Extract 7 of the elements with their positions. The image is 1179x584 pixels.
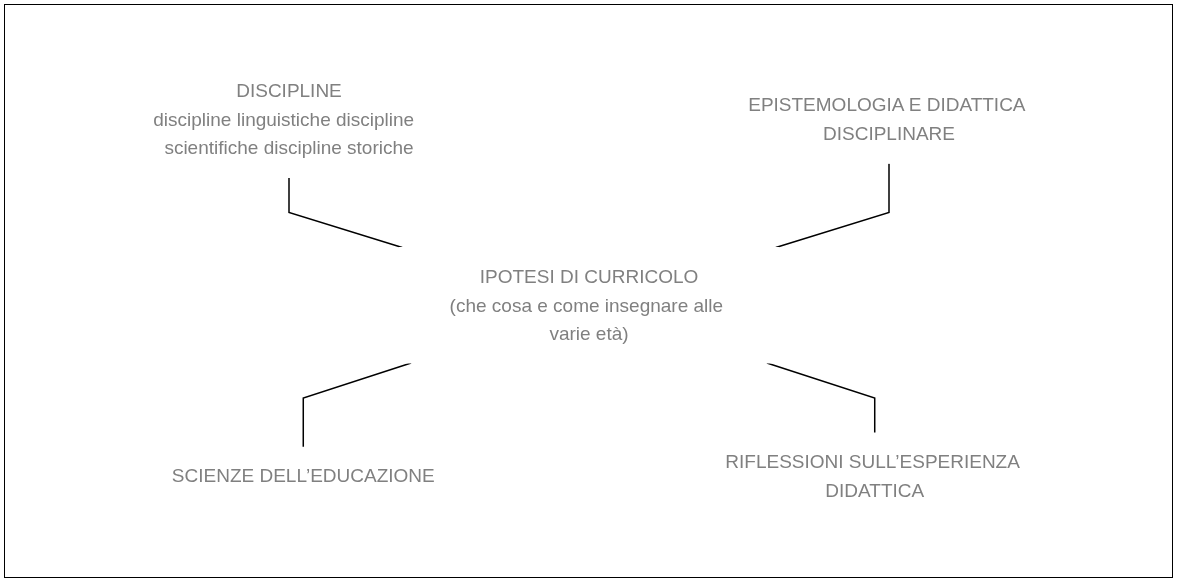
connector [287, 176, 403, 249]
node-text: DISCIPLINE discipline linguistiche discipline scientifiche discipline storiche [152, 80, 414, 158]
node-text: IPOTESI DI CURRICOLO (che cosa e come insegnare alle varie età) [449, 265, 723, 344]
node-text: EPISTEMOLOGIA E DIDATTICA DISCIPLINARE [747, 94, 1024, 144]
node-text: RIFLESSIONI SULL’ESPERIENZA DIDATTICA [724, 451, 1019, 501]
connector [774, 162, 890, 249]
node-text: SCIENZE DELL’EDUCAZIONE [171, 465, 435, 487]
